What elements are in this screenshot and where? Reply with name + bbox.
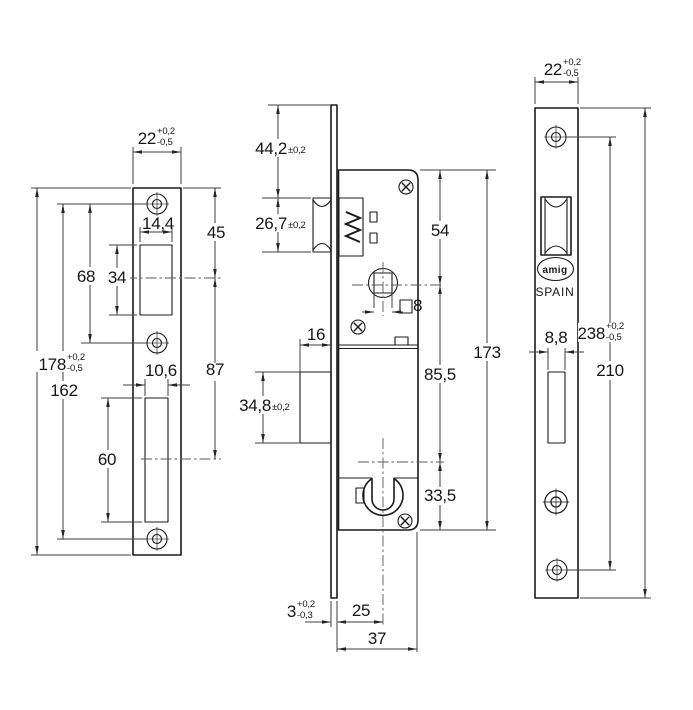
tolerance-label: ±0,2 xyxy=(288,220,306,231)
dim-label-33-5: 33,5 xyxy=(424,486,456,505)
dim-label-68: 68 xyxy=(77,267,95,286)
screw-hole-icon xyxy=(544,557,570,583)
screw-hole-icon xyxy=(144,191,170,217)
dim-label-37: 37 xyxy=(368,629,386,648)
dim-label-85-5: 85,5 xyxy=(424,365,456,384)
screw-hole-icon xyxy=(541,487,571,517)
center-lines xyxy=(126,277,221,460)
tolerance-minus-label: -0,5 xyxy=(67,363,83,374)
dim-label-173: 173 xyxy=(473,343,500,362)
dim-label-162: 162 xyxy=(50,381,77,400)
screw-icon xyxy=(350,319,366,335)
screw-icon xyxy=(397,513,413,529)
origin-label: SPAIN xyxy=(535,285,574,299)
dim-label-210: 210 xyxy=(596,361,623,380)
latch-opening xyxy=(540,196,572,256)
dim-label-34-8: 34,8 xyxy=(239,396,271,415)
deadbolt-strike-window xyxy=(144,397,169,523)
lock-case-side-view: 44,2 ±0,2 26,7 ±0,2 16 34,8 ±0,2 54 8 85… xyxy=(234,104,502,652)
dim-label-87: 87 xyxy=(206,360,224,379)
deadbolt xyxy=(299,371,332,444)
brand-logo-text: amig xyxy=(543,265,568,276)
case-cutouts xyxy=(355,211,413,504)
extension-lines xyxy=(534,77,651,599)
dimension-lines xyxy=(529,81,646,598)
dim-label-plate-height: 178 xyxy=(39,355,66,374)
dim-label-10-6: 10,6 xyxy=(145,361,177,380)
dim-label-16: 16 xyxy=(307,325,325,344)
dim-label-3: 3 xyxy=(287,602,296,621)
dim-label-latch-window-width: 14,4 xyxy=(142,214,174,233)
extension-lines xyxy=(255,104,496,652)
screw-hole-icon xyxy=(144,526,170,552)
brand-logo-oval xyxy=(536,256,575,282)
faceplate-outline xyxy=(534,107,579,599)
dim-label-34: 34 xyxy=(108,268,126,287)
dim-label-8-8: 8,8 xyxy=(545,328,568,347)
tolerance-plus-label: +0,2 xyxy=(67,352,85,363)
strike-plate-view: 22 +0,2 -0,5 14,4 45 68 34 178 +0,2 -0,5… xyxy=(24,126,230,556)
screw-icon xyxy=(398,179,414,195)
latch-strike-window xyxy=(139,244,173,316)
center-lines xyxy=(352,262,444,626)
dim-label-plate-height: 238 xyxy=(578,324,605,343)
label-masks xyxy=(24,223,230,468)
tolerance-minus-label: -0,5 xyxy=(157,137,173,148)
faceplate-edge xyxy=(330,104,338,599)
lock-case-outline xyxy=(337,169,419,531)
dim-label-26-7: 26,7 xyxy=(255,214,287,233)
dim-label-45: 45 xyxy=(207,223,225,242)
latch-opening-inner xyxy=(544,197,568,255)
tolerance-plus-label: +0,2 xyxy=(563,57,581,68)
dim-label-plate-width: 22 xyxy=(544,60,562,79)
tolerance-minus-label: -0,5 xyxy=(563,68,579,79)
tolerance-minus-label: -0,5 xyxy=(606,332,622,343)
screw-hole-icon xyxy=(543,124,569,150)
dim-label-60: 60 xyxy=(98,450,116,469)
dim-label-8: 8 xyxy=(413,296,422,315)
strike-plate-outline xyxy=(132,187,182,556)
dim-label-25: 25 xyxy=(352,601,370,620)
tolerance-label: ±0,2 xyxy=(272,402,290,413)
tolerance-plus-label: +0,2 xyxy=(606,321,624,332)
tolerance-minus-label: -0,3 xyxy=(297,610,313,621)
tolerance-plus-label: +0,2 xyxy=(297,599,315,610)
dim-label-44-2: 44,2 xyxy=(255,139,287,158)
dim-label-plate-width: 22 xyxy=(138,129,156,148)
latch-spring-housing xyxy=(338,197,364,257)
faceplate-front-view: amig SPAIN 22 +0,2 -0,5 8,8 238 +0,2 -0,… xyxy=(529,57,651,599)
latch-spring xyxy=(343,211,363,243)
label-masks xyxy=(578,323,629,380)
tolerance-plus-label: +0,2 xyxy=(157,126,175,137)
screw-hole-icon xyxy=(144,330,170,356)
case-internal-lines xyxy=(338,344,418,479)
extension-lines xyxy=(31,147,221,556)
latch-bolt xyxy=(312,197,332,253)
deadbolt-slot xyxy=(547,371,566,444)
label-masks xyxy=(234,139,502,505)
tolerance-label: ±0,2 xyxy=(288,145,306,156)
dim-label-54: 54 xyxy=(431,221,449,240)
